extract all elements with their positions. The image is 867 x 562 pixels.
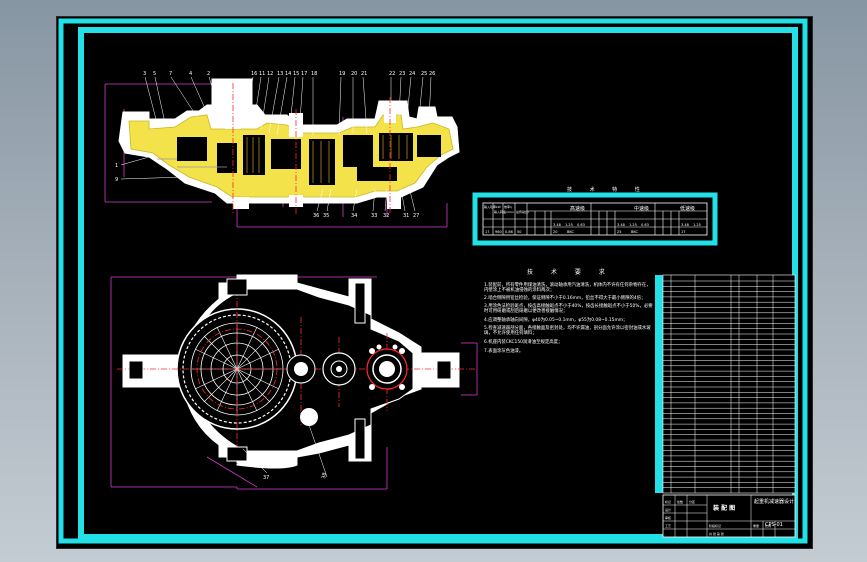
- svg-text:工艺: 工艺: [665, 523, 671, 528]
- svg-text:20: 20: [351, 71, 357, 77]
- svg-text:23: 23: [399, 71, 405, 77]
- svg-text:5: 5: [153, 71, 156, 77]
- svg-text:3.48: 3.48: [617, 223, 625, 227]
- svg-text:13: 13: [277, 71, 283, 77]
- svg-text:34: 34: [351, 213, 357, 219]
- svg-text:3.48: 3.48: [553, 223, 561, 227]
- project-name: 起重机减速器设计: [754, 499, 795, 505]
- tech-requirement-1: 1.装配前，所有零件用煤油清洗，滚动轴承用汽油清洗，机体内不许有任何杂物存在，内…: [484, 283, 651, 293]
- svg-text:21: 21: [361, 71, 367, 77]
- svg-text:共 张 第 张: 共 张 第 张: [709, 531, 724, 536]
- svg-text:17: 17: [485, 230, 489, 234]
- svg-text:17: 17: [681, 230, 685, 234]
- svg-text:分区: 分区: [689, 499, 695, 504]
- svg-text:16: 16: [251, 71, 257, 77]
- header-power: 输入功率kW: [484, 205, 501, 209]
- drawing-name: 装 配 图: [713, 505, 736, 512]
- svg-text:3.48: 3.48: [681, 223, 689, 227]
- svg-text:2: 2: [207, 71, 210, 77]
- svg-text:标记: 标记: [665, 499, 671, 504]
- header-ratio: 总传动比i: [516, 210, 529, 214]
- tech-characteristics-headers: 输入功率kW 输入转速r/min 效率η 总传动比i 高速级 中速级 低速级: [484, 205, 706, 219]
- header-low-stage: 低速级: [680, 206, 696, 212]
- svg-text:50: 50: [517, 230, 521, 234]
- svg-text:27: 27: [413, 213, 419, 219]
- tech-requirement-7: 7.表面涂灰色油漆。: [484, 349, 524, 354]
- tech-requirement-6: 6.机座内装CKC150润滑油至规定高度；: [484, 340, 563, 345]
- svg-text:BKC: BKC: [567, 230, 575, 234]
- svg-text:1.25: 1.25: [693, 223, 701, 227]
- svg-text:18: 18: [311, 71, 317, 77]
- sheet-outer-frame: [58, 18, 808, 544]
- svg-text:0.63: 0.63: [577, 223, 585, 227]
- svg-text:7: 7: [169, 71, 172, 77]
- svg-text:36: 36: [313, 213, 319, 219]
- svg-text:25: 25: [617, 230, 621, 234]
- svg-text:25: 25: [421, 71, 427, 77]
- svg-text:19: 19: [339, 71, 345, 77]
- svg-text:35: 35: [323, 213, 329, 219]
- header-high-stage: 高速级: [570, 206, 586, 212]
- svg-text:处数: 处数: [677, 499, 683, 504]
- svg-text:阶段标记: 阶段标记: [709, 523, 721, 528]
- tech-requirement-4: 4.应调整轴承轴向间隙，φ40为0.05~0.1mm，φ55为0.08~0.15…: [484, 318, 628, 323]
- svg-text:960: 960: [495, 230, 502, 234]
- svg-text:14: 14: [285, 71, 291, 77]
- svg-text:38: 38: [321, 472, 328, 479]
- svg-text:3: 3: [143, 71, 146, 77]
- tech-requirement-3: 3.用涂色法检验斑点，按齿高接触斑点不小于40%，按齿长接触斑点不小于50%，必…: [484, 304, 653, 314]
- tech-requirements-title: 技 术 要 求: [527, 269, 613, 276]
- svg-text:0.63: 0.63: [641, 223, 649, 227]
- header-speed: 输入转速r/min: [494, 210, 514, 214]
- svg-text:比例: 比例: [765, 523, 771, 528]
- tech-requirement-2: 2.啮合侧隙用铅丝检验，保证侧隙不小于0.16mm，铅丝不得大于最小侧隙的4倍；: [484, 296, 646, 301]
- svg-text:15: 15: [293, 71, 299, 77]
- svg-text:11: 11: [259, 71, 265, 77]
- parts-list: [655, 274, 796, 494]
- svg-text:BKC: BKC: [631, 230, 639, 234]
- svg-text:37: 37: [263, 475, 269, 481]
- svg-text:1.25: 1.25: [565, 223, 573, 227]
- svg-text:重量: 重量: [753, 523, 759, 528]
- svg-text:审核: 审核: [665, 515, 671, 520]
- tech-requirement-5: 5.检查减速器剖分面，各接触面及密封处，均不许漏油，剖分面允许涂以密封油或水玻璃…: [484, 326, 651, 336]
- svg-text:22: 22: [389, 71, 395, 77]
- svg-text:24: 24: [409, 71, 415, 77]
- svg-text:12: 12: [267, 71, 273, 77]
- svg-text:4: 4: [189, 71, 192, 77]
- svg-text:1.25: 1.25: [629, 223, 637, 227]
- svg-text:17: 17: [301, 71, 307, 77]
- drawing-number: CPS-01: [765, 522, 783, 528]
- svg-text:9: 9: [115, 177, 118, 183]
- svg-text:设计: 设计: [665, 507, 671, 512]
- header-mid-stage: 中速级: [634, 206, 650, 212]
- svg-text:0.86: 0.86: [505, 230, 513, 234]
- tech-characteristics-table: 3.48 1.25 0.63 3.48 1.25 0.63 3.48 1.25 17 960…: [472, 192, 718, 246]
- svg-text:33: 33: [371, 213, 377, 219]
- bottom-plan-view: 37 38: [110, 274, 478, 490]
- svg-text:20: 20: [553, 230, 557, 234]
- svg-text:1: 1: [115, 163, 118, 169]
- tech-characteristics-title: 技 术 特 性: [567, 187, 648, 193]
- svg-text:32: 32: [383, 213, 389, 219]
- svg-text:31: 31: [403, 213, 409, 219]
- header-efficiency: 效率η: [504, 205, 512, 209]
- svg-text:26: 26: [429, 71, 435, 77]
